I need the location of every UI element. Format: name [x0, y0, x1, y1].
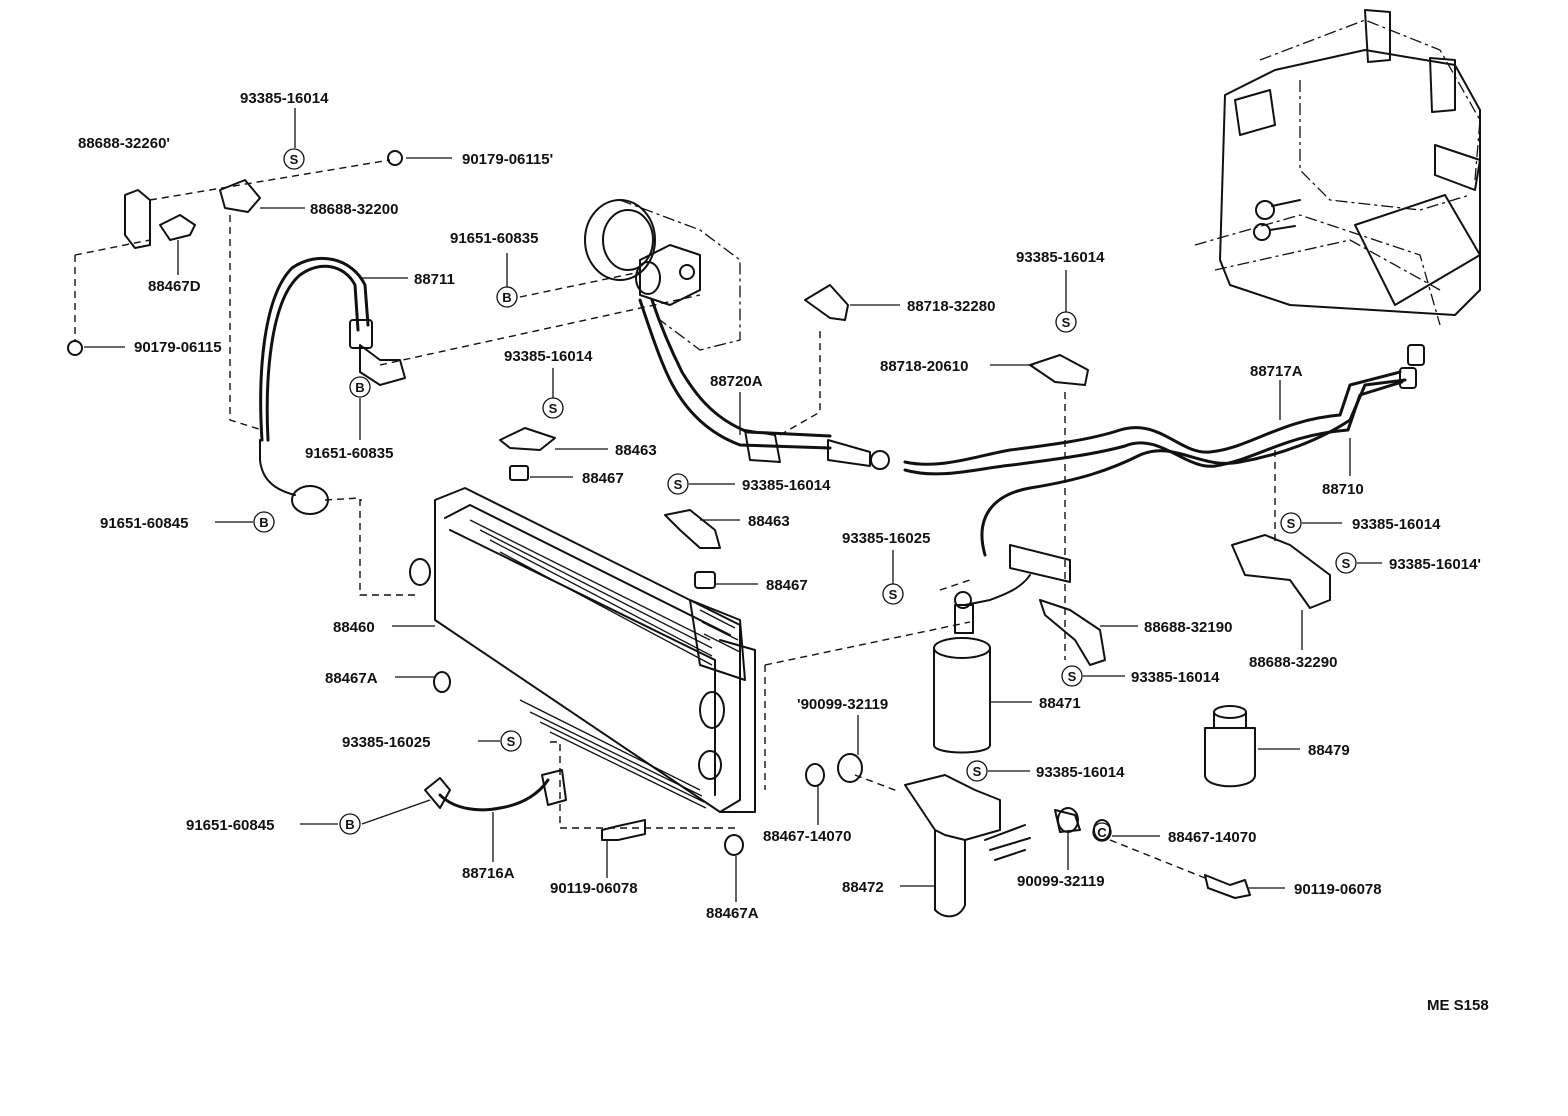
part-label: 88711: [414, 271, 455, 288]
receiver-bracket: [904, 774, 1031, 918]
part-label: 91651-60835: [450, 230, 538, 247]
b-symbol: B: [345, 817, 354, 832]
part-label: 93385-16025: [842, 530, 930, 547]
part-label: 93385-16014: [1131, 669, 1220, 686]
part-label: 88467A: [706, 905, 759, 922]
part-label: 88467-14070: [1168, 829, 1256, 846]
part-label: 93385-16014: [504, 348, 593, 365]
b-symbol: B: [259, 515, 268, 530]
s-symbol: S: [1342, 556, 1351, 571]
s-symbol: S: [1062, 315, 1071, 330]
s-symbol: S: [973, 764, 982, 779]
part-label: 93385-16014: [240, 90, 329, 107]
part-label: 88472: [842, 879, 884, 896]
s-symbol: S: [674, 477, 683, 492]
part-label: 90119-06078: [1294, 881, 1382, 898]
receiver-dryer: [933, 591, 991, 754]
s-symbol: S: [889, 587, 898, 602]
part-label: 88688-32260': [78, 135, 170, 152]
part-label: 93385-16014: [742, 477, 831, 494]
part-label: 88688-32290: [1249, 654, 1337, 671]
part-label: 88467: [766, 577, 808, 594]
part-label: 90119-06078: [550, 880, 638, 897]
brackets: [67, 150, 1331, 899]
part-label: 88467D: [148, 278, 201, 295]
part-label: 93385-16014': [1389, 556, 1481, 573]
b-symbol: B: [502, 290, 511, 305]
part-label: '90099-32119: [797, 696, 888, 713]
part-label: 91651-60845: [100, 515, 188, 532]
figure-code: ME S158: [1427, 997, 1489, 1014]
s-symbol: S: [507, 734, 516, 749]
part-label: 88688-32200: [310, 201, 398, 218]
part-label: 93385-16014: [1016, 249, 1105, 266]
part-label: 93385-16014: [1352, 516, 1441, 533]
part-label: 88467A: [325, 670, 378, 687]
part-label: 88471: [1039, 695, 1081, 712]
part-label: 88716A: [462, 865, 515, 882]
part-label: 91651-60845: [186, 817, 274, 834]
part-label: 88720A: [710, 373, 763, 390]
part-label: 88463: [748, 513, 790, 530]
part-label: 88718-32280: [907, 298, 995, 315]
leader-lines: [84, 108, 1382, 902]
s-symbol: S: [549, 401, 558, 416]
part-label: 88718-20610: [880, 358, 968, 375]
compressor: [584, 199, 741, 351]
part-label: 93385-16025: [342, 734, 430, 751]
part-label: 88460: [333, 619, 375, 636]
part-label: 88463: [615, 442, 657, 459]
service-canister: [1204, 705, 1256, 788]
s-symbol: S: [290, 152, 299, 167]
part-label: 88479: [1308, 742, 1350, 759]
symbol-markers: S B B S B S S S S S S S S B C: [253, 148, 1357, 842]
part-labels: 93385-16014 88688-32260' 90179-06115' 88…: [78, 90, 1481, 922]
c-symbol: C: [1097, 825, 1107, 840]
condenser: [409, 487, 756, 813]
s-symbol: S: [1287, 516, 1296, 531]
part-label: 90179-06115: [134, 339, 222, 356]
part-label: 88717A: [1250, 363, 1303, 380]
part-label: 93385-16014: [1036, 764, 1125, 781]
part-label: 88688-32190: [1144, 619, 1232, 636]
part-label: 88467-14070: [763, 828, 851, 845]
part-label: 90179-06115': [462, 151, 553, 168]
part-label: 90099-32119: [1017, 873, 1105, 890]
s-symbol: S: [1068, 669, 1077, 684]
b-symbol: B: [355, 380, 364, 395]
part-label: 88710: [1322, 481, 1364, 498]
part-label: 88467: [582, 470, 624, 487]
evaporator-unit: [1194, 9, 1481, 326]
assembly-lines: [74, 159, 1276, 881]
part-label: 91651-60835: [305, 445, 393, 462]
